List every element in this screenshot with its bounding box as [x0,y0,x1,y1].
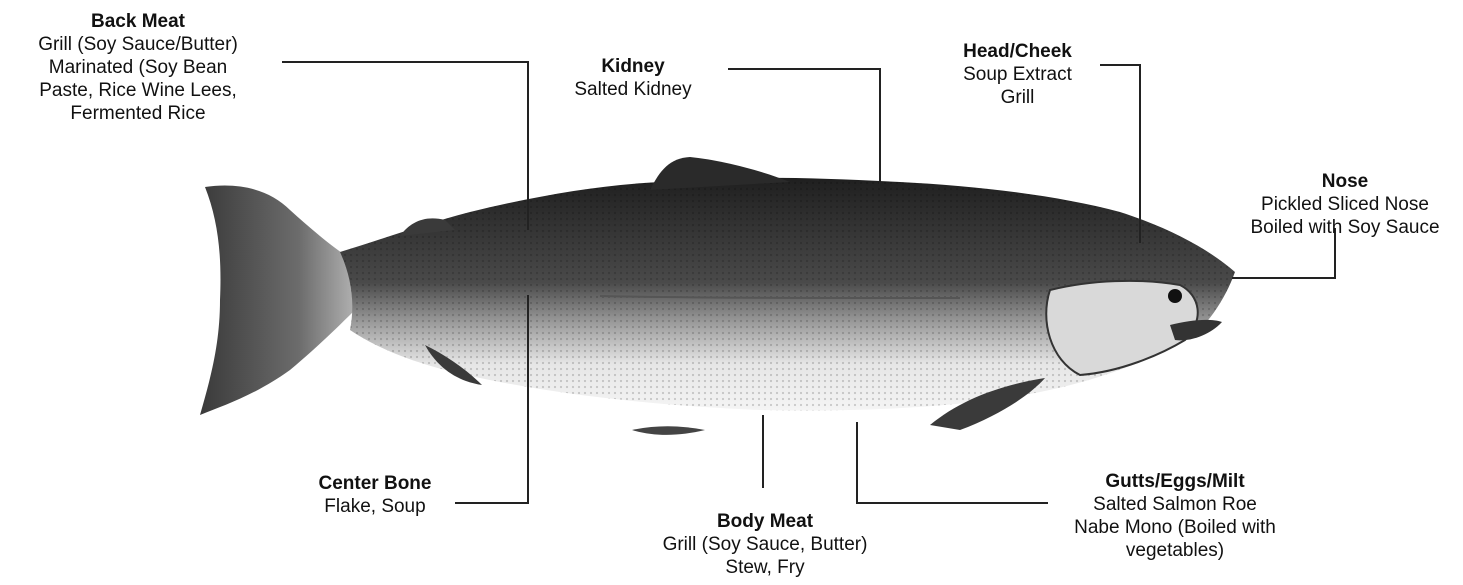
label-back-meat-line: Marinated (Soy Bean [2,56,274,79]
label-gutts-line: Salted Salmon Roe [1035,493,1315,516]
label-kidney-line: Salted Kidney [548,78,718,101]
label-center-bone: Center Bone Flake, Soup [295,472,455,518]
label-body-meat: Body Meat Grill (Soy Sauce, Butter) Stew… [625,510,905,579]
label-head-cheek-line: Soup Extract [940,63,1095,86]
salmon-illustration [200,157,1235,435]
label-body-meat-line: Stew, Fry [625,556,905,579]
leader-kidney [728,69,880,185]
label-nose-line: Boiled with Soy Sauce [1230,216,1460,239]
label-back-meat-line: Fermented Rice [2,102,274,125]
eye [1168,289,1182,303]
label-nose-title: Nose [1230,170,1460,193]
label-nose-line: Pickled Sliced Nose [1230,193,1460,216]
label-kidney-title: Kidney [548,55,718,78]
label-gutts-line: Nabe Mono (Boiled with [1035,516,1315,539]
label-head-cheek-title: Head/Cheek [940,40,1095,63]
leader-gutts [857,422,1048,503]
label-nose: Nose Pickled Sliced Nose Boiled with Soy… [1230,170,1460,239]
label-gutts-title: Gutts/Eggs/Milt [1035,470,1315,493]
label-back-meat-line: Grill (Soy Sauce/Butter) [2,33,274,56]
label-gutts-line: vegetables) [1035,539,1315,562]
label-body-meat-title: Body Meat [625,510,905,533]
label-head-cheek: Head/Cheek Soup Extract Grill [940,40,1095,109]
label-gutts: Gutts/Eggs/Milt Salted Salmon Roe Nabe M… [1035,470,1315,562]
pelvic-fin [632,426,705,435]
label-center-bone-title: Center Bone [295,472,455,495]
tail-fin [200,186,365,415]
label-back-meat-line: Paste, Rice Wine Lees, [2,79,274,102]
leader-back-meat [282,62,528,230]
label-kidney: Kidney Salted Kidney [548,55,718,101]
label-body-meat-line: Grill (Soy Sauce, Butter) [625,533,905,556]
label-back-meat: Back Meat Grill (Soy Sauce/Butter) Marin… [2,10,274,125]
label-back-meat-title: Back Meat [2,10,274,33]
label-head-cheek-line: Grill [940,86,1095,109]
label-center-bone-line: Flake, Soup [295,495,455,518]
